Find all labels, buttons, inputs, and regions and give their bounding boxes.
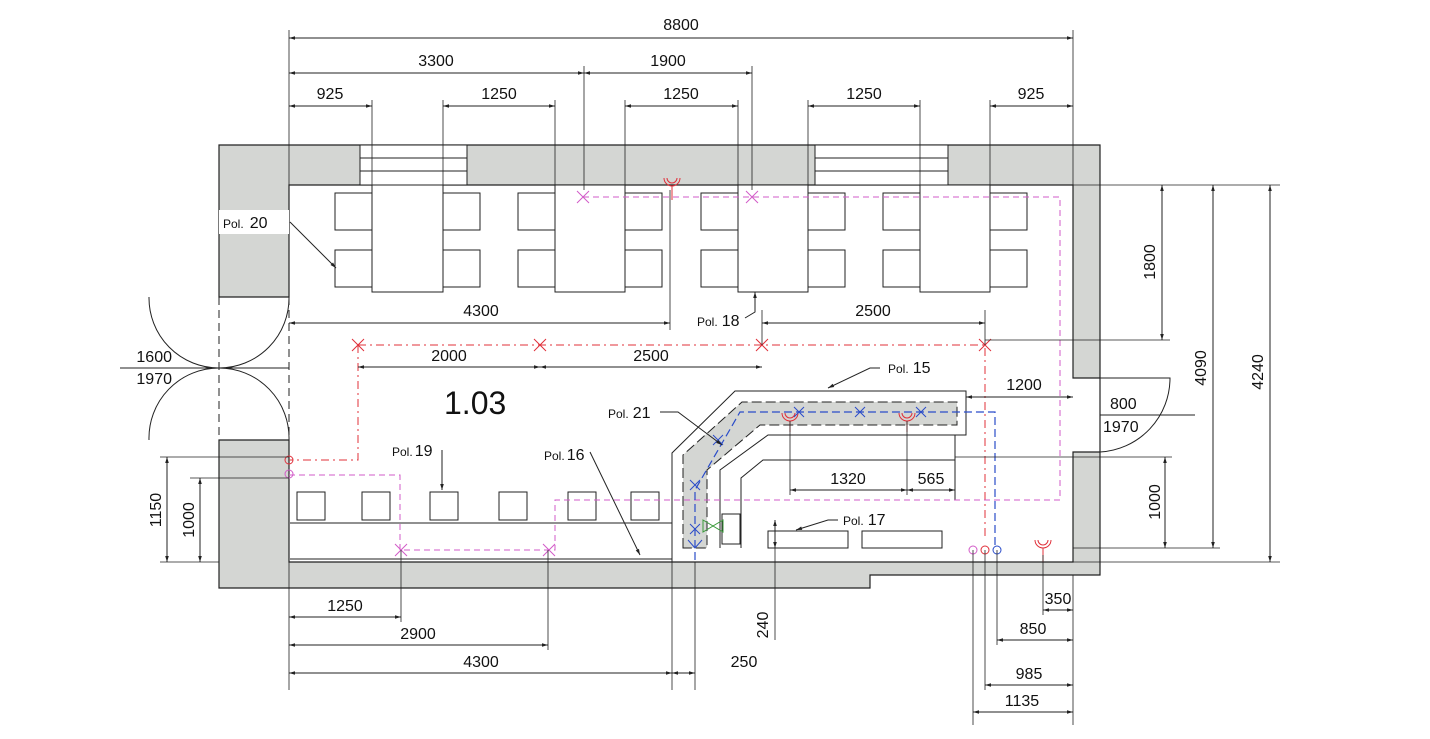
svg-text:Pol.17: Pol. 17 [843, 512, 886, 529]
dim-2900: 2900 [400, 626, 436, 643]
dim-1250-c: 1250 [846, 86, 882, 103]
dim-1900: 1900 [650, 53, 686, 70]
callout-prefix: Pol. [392, 445, 413, 459]
dimension-labels: 8800 3300 1900 925 1250 1250 1250 925 18… [136, 17, 1267, 710]
dim-4240: 4240 [1250, 354, 1267, 390]
dim-850: 850 [1020, 621, 1047, 638]
dim-1135: 1135 [1005, 693, 1040, 710]
side-door [1073, 377, 1195, 453]
callout-19: 19 [415, 443, 433, 460]
room-number: 1.03 [444, 385, 506, 421]
dim-3300: 3300 [418, 53, 454, 70]
door-right-height: 1970 [1103, 419, 1139, 436]
dim-1150: 1150 [148, 493, 165, 528]
dim-4300-mid: 4300 [463, 303, 499, 320]
door-left-width: 1600 [136, 349, 172, 366]
dim-565: 565 [918, 471, 945, 488]
callout-15: 15 [913, 360, 931, 377]
dim-925-right: 925 [1018, 86, 1045, 103]
svg-text:Pol.15: Pol. 15 [888, 360, 931, 377]
dim-1250-b: 1250 [663, 86, 699, 103]
callout-21: 21 [633, 405, 651, 422]
dim-left-1000: 1000 [181, 502, 198, 538]
window-left [359, 144, 468, 186]
wall-bar [290, 491, 672, 560]
dim-2500: 2500 [633, 348, 669, 365]
svg-text:Pol.20: Pol. 20 [223, 215, 268, 232]
callout-prefix: Pol. [544, 449, 565, 463]
callout-labels: Pol.20 Pol.18 Pol.15 Pol.21 Pol.19 Pol.1… [219, 210, 931, 529]
dim-1250-bottom: 1250 [327, 598, 363, 615]
callout-16: 16 [567, 447, 585, 464]
window-right [814, 144, 949, 186]
svg-text:Pol.19: Pol.19 [392, 443, 433, 460]
door-right-width: 800 [1110, 396, 1137, 413]
svg-text:Pol.21: Pol. 21 [608, 405, 651, 422]
dim-4090: 4090 [1193, 350, 1210, 386]
dim-8800: 8800 [663, 17, 699, 34]
dim-250: 250 [731, 654, 758, 671]
callout-prefix: Pol. [888, 362, 909, 376]
dim-925-left: 925 [317, 86, 344, 103]
dim-350: 350 [1045, 591, 1072, 608]
bar-counter [671, 390, 967, 562]
dim-1250-a: 1250 [481, 86, 517, 103]
dim-1800: 1800 [1142, 244, 1159, 280]
callout-17: 17 [868, 512, 886, 529]
dining-tables [334, 184, 1028, 293]
dim-2000: 2000 [431, 348, 467, 365]
callout-20: 20 [250, 215, 268, 232]
callout-18: 18 [722, 313, 740, 330]
dimension-lines [165, 36, 1272, 714]
dim-right-1000: 1000 [1147, 484, 1164, 520]
callout-prefix: Pol. [697, 315, 718, 329]
dim-985: 985 [1016, 666, 1043, 683]
entrance-double-door [120, 296, 290, 441]
callout-prefix: Pol. [843, 514, 864, 528]
dim-4300-bottom: 4300 [463, 654, 499, 671]
dim-1320: 1320 [830, 471, 866, 488]
svg-text:Pol.18: Pol. 18 [697, 313, 740, 330]
callout-prefix: Pol. [223, 217, 244, 231]
dim-1200: 1200 [1006, 377, 1042, 394]
svg-text:Pol.16: Pol.16 [544, 447, 585, 464]
callout-prefix: Pol. [608, 407, 629, 421]
dim-2500-top: 2500 [855, 303, 891, 320]
door-left-height: 1970 [136, 371, 172, 388]
dim-240: 240 [755, 612, 772, 639]
